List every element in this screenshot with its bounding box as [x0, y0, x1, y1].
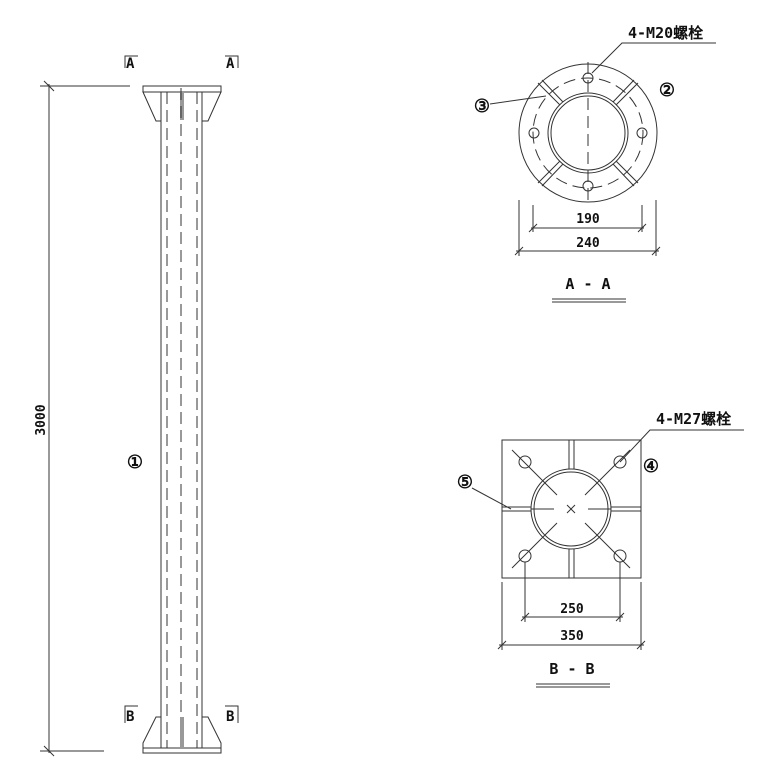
- part-label-3: ③: [474, 96, 490, 117]
- svg-text:A: A: [226, 56, 235, 72]
- bolt-hole: [636, 127, 648, 139]
- part-label-5: ⑤: [457, 472, 473, 493]
- dim-190: 190: [576, 212, 600, 227]
- part-label-1: ①: [127, 452, 143, 473]
- section-mark-a-right: A: [225, 55, 239, 72]
- bolt-hole: [528, 127, 540, 139]
- svg-text:A: A: [126, 56, 135, 72]
- dim-250: 250: [560, 602, 584, 617]
- section-b-b: 4-M27螺栓 ④ ⑤ 250 350 B - B: [457, 410, 744, 688]
- part-label-4: ④: [643, 456, 659, 477]
- bolt-hole: [582, 180, 594, 192]
- section-a-a: 4-M20螺栓 ② ③ 190 240 A - A: [474, 24, 716, 303]
- dim-240: 240: [576, 236, 600, 251]
- svg-text:B: B: [126, 709, 134, 725]
- dim-350: 350: [560, 629, 584, 644]
- bolt-hole: [518, 455, 532, 469]
- bolt-hole: [613, 549, 627, 563]
- section-mark-b-left: B: [124, 705, 138, 725]
- section-title-b: B - B: [549, 660, 594, 678]
- bolt-hole: [613, 455, 627, 469]
- height-dimension: 3000: [34, 404, 49, 435]
- section-mark-a-left: A: [124, 55, 138, 72]
- bolt-hole: [518, 549, 532, 563]
- bolt-spec-a: 4-M20螺栓: [628, 24, 703, 42]
- bolt-spec-b: 4-M27螺栓: [656, 410, 731, 428]
- svg-text:B: B: [226, 709, 234, 725]
- part-label-2: ②: [659, 80, 675, 101]
- section-mark-b-right: B: [225, 705, 239, 725]
- column-elevation: 3000 A A B B ①: [34, 55, 239, 757]
- bolt-hole: [582, 72, 594, 84]
- section-title-a: A - A: [565, 275, 610, 293]
